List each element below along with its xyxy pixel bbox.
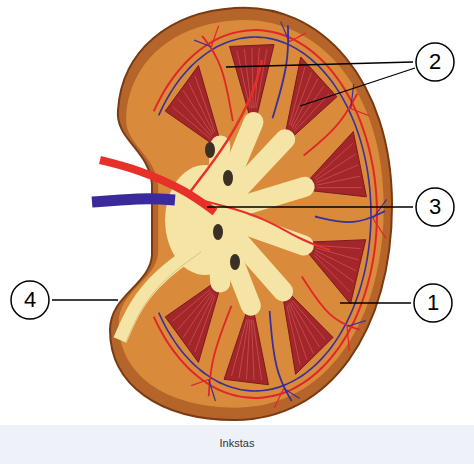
cortical-vessel: [347, 321, 366, 327]
pyramid-stripe: [189, 83, 214, 133]
cortical-vessel: [351, 109, 370, 116]
leader-line: [226, 62, 413, 67]
pyramid-stripe: [316, 165, 358, 183]
pyramid-stripe: [317, 176, 361, 185]
callout-circle: 1: [413, 283, 453, 323]
pyramid-stripe: [232, 319, 247, 376]
cortical-vessel: [191, 379, 208, 385]
circle-shape: [11, 281, 49, 319]
leader-line: [52, 299, 118, 300]
pyramid-stripe: [317, 187, 362, 188]
pyramid-stripe: [252, 320, 255, 380]
ureter: [120, 250, 195, 340]
cortical-vessel: [373, 199, 387, 218]
pyramid-stripe: [290, 303, 314, 353]
cortical-vessel: [373, 219, 386, 239]
kidney: [92, 8, 392, 420]
pyramid-stripe: [315, 143, 353, 177]
callout-circle: 2: [415, 42, 455, 82]
cortical-vessel: [194, 40, 211, 47]
callout-number: 1: [413, 283, 453, 316]
cortical-vessel: [347, 326, 349, 351]
interlobar-vessel: [272, 25, 288, 118]
cortical-vessel: [284, 389, 300, 399]
pyramid-stripe: [239, 319, 248, 378]
cortical-vessel: [274, 389, 284, 408]
cortical-vessel: [209, 379, 216, 401]
callout-number: 2: [415, 42, 455, 75]
renal-pyramid: [286, 57, 337, 138]
leader-line: [300, 68, 415, 106]
renal-vein: [92, 199, 175, 202]
arcuate-vein: [159, 37, 371, 391]
callout-circle: 4: [10, 280, 50, 320]
pyramid-stripe: [315, 253, 354, 282]
renal-pyramid: [224, 311, 268, 385]
pyramid-stripe: [315, 250, 356, 271]
ureter-shade: [126, 252, 201, 342]
circle-shape: [416, 43, 454, 81]
cortical-vessel: [281, 22, 290, 42]
segmental-artery: [190, 60, 262, 192]
calyx-opening: [213, 224, 223, 240]
caption: Inkstas: [0, 437, 474, 449]
pyramid-stripe: [293, 86, 323, 129]
renal-pyramid: [165, 66, 219, 145]
cortical-vessel: [289, 33, 305, 42]
interlobar-vessel: [209, 306, 232, 396]
pyramid-stripe: [178, 291, 212, 329]
circle-shape: [414, 284, 452, 322]
calyx-opening: [223, 170, 233, 186]
renal-pyramid: [230, 45, 274, 117]
leader-lines: [52, 62, 415, 303]
leader-line: [207, 206, 413, 207]
pyramid-stripe: [253, 320, 261, 380]
cortical-vessel: [211, 26, 218, 47]
renal-pyramid: [309, 132, 366, 197]
leader-line: [340, 302, 411, 303]
callout-number: 4: [10, 280, 50, 313]
pyramid-stripe: [295, 94, 330, 131]
pyramid-stripe: [316, 154, 356, 180]
pyramid-stripe: [252, 48, 253, 108]
calyx-opening: [205, 142, 215, 158]
pyramid-stripe: [287, 306, 300, 365]
renal-pyramid: [283, 293, 333, 374]
callout-circle: 3: [415, 187, 455, 227]
calyx-opening: [230, 254, 240, 270]
circle-shape: [416, 188, 454, 226]
pyramid-stripe: [195, 76, 215, 132]
renal-capsule: [110, 8, 392, 420]
renal-artery: [100, 160, 215, 212]
renal-pyramid: [165, 283, 219, 362]
pyramid-stripe: [314, 255, 350, 292]
arcuate-artery: [154, 30, 377, 398]
pyramid-stripe: [173, 289, 211, 321]
renal-pyramid: [308, 240, 366, 304]
renal-cortex: [119, 20, 384, 408]
callout-number: 3: [415, 187, 455, 220]
